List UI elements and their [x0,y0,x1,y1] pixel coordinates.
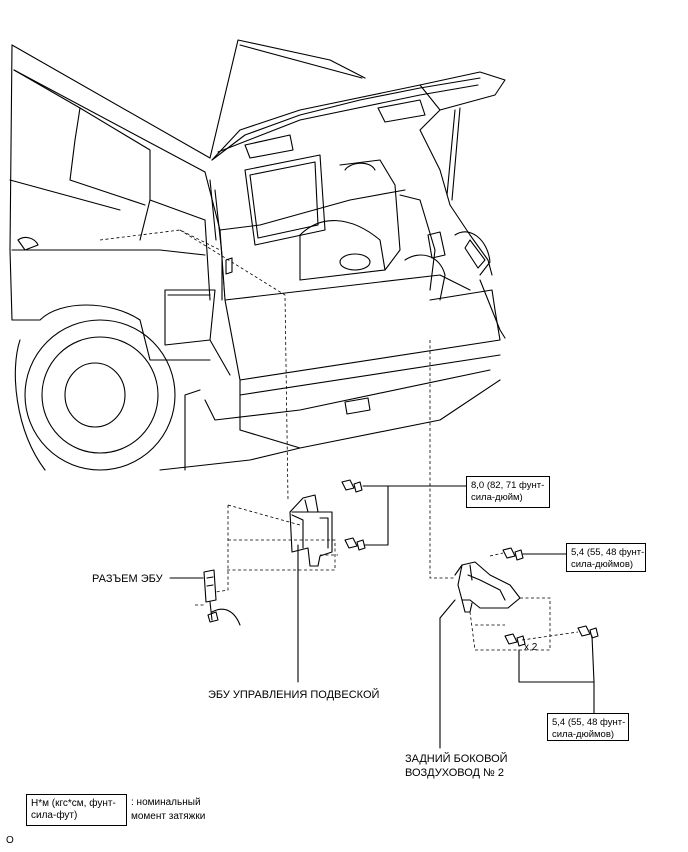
torque-box-duct-lower: 5,4 (55, 48 фунт- сила-дюймов) [547,713,629,741]
torque-legend-box: Н*м (кгс*см, фунт- сила-фут) [26,794,127,826]
air-duct-label-line1: ЗАДНИЙ БОКОВОЙ [405,753,508,765]
air-duct-label-line2: ВОЗДУХОВОД № 2 [405,767,505,779]
legend-unit-line2: сила-фут) [31,810,78,821]
torque-value: 8,0 (82, 71 фунт- [471,480,545,491]
torque-unit: сила-дюймов) [571,559,634,570]
torque-value: 5,4 (55, 48 фунт- [552,717,626,728]
ecu-label: ЭБУ УПРАВЛЕНИЯ ПОДВЕСКОЙ [208,689,380,701]
torque-box-duct-upper: 5,4 (55, 48 фунт- сила-дюймов) [566,543,646,572]
torque-unit: сила-дюймов) [552,729,615,740]
torque-box-ecu-bolts: 8,0 (82, 71 фунт- сила-дюйм) [466,476,550,508]
rear-side-air-duct-part [454,561,521,613]
corner-code: O [6,835,14,846]
legend-unit-line1: Н*м (кгс*см, фунт- [31,798,116,809]
leader-lines [169,485,595,749]
legend-description-line2: момент затяжки [131,811,206,822]
torque-unit: сила-дюйм) [471,492,523,503]
bolt-multiplier: x 2 [524,642,538,653]
suspension-ecu-part [289,494,333,567]
ecu-connector-label: РАЗЪЕМ ЭБУ [92,573,163,585]
torque-value: 5,4 (55, 48 фунт- [571,547,645,558]
ecu-connector-part [203,569,241,626]
dashed-guides [99,229,579,651]
legend-description-line1: : номинальный [131,797,201,808]
vehicle-body [9,39,506,471]
bolt-icons [341,479,599,647]
